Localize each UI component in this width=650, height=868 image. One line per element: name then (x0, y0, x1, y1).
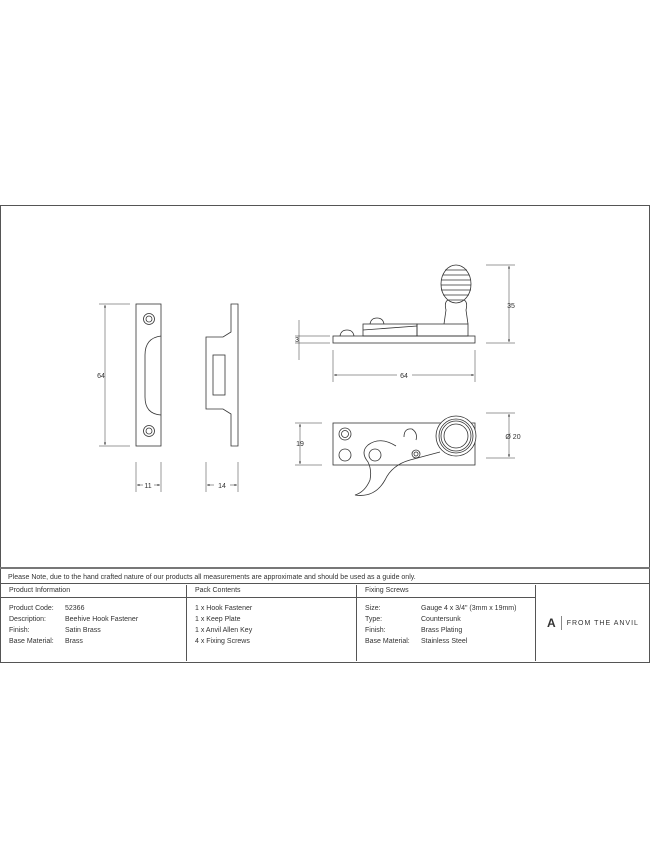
fastener-side (332, 264, 476, 344)
value: Satin Brass (65, 627, 101, 634)
keep-plate-front (135, 303, 162, 447)
dim-plate-thickness: 3 (295, 337, 299, 344)
fixing-screws: Fixing Screws Size: Gauge 4 x 3/4" (3mm x… (357, 585, 536, 661)
label: Finish: (9, 627, 30, 634)
label: Base Material: (9, 638, 54, 645)
value: 52366 (65, 605, 85, 612)
dim-knob-diameter: Ø 20 (505, 434, 520, 441)
value: Beehive Hook Fastener (65, 616, 139, 623)
pack-contents: Pack Contents 1 x Hook Fastener 1 x Keep… (187, 585, 357, 661)
value: Countersunk (421, 616, 461, 623)
label: Description: (9, 616, 46, 623)
pack-item: 1 x Keep Plate (195, 616, 241, 623)
value: Brass (65, 638, 83, 645)
dim-fastener-height: 35 (507, 303, 515, 310)
info-row: Description: Beehive Hook Fastener (9, 614, 186, 625)
section-title: Pack Contents (187, 585, 356, 598)
pack-item: 1 x Anvil Allen Key (195, 627, 253, 634)
info-row: Size: Gauge 4 x 3/4" (3mm x 19mm) (365, 603, 535, 614)
brand-name: FROM THE ANVIL (566, 619, 639, 627)
dim-keep-height: 64 (97, 373, 105, 380)
dim-keep-width: 11 (144, 483, 151, 490)
label: Size: (365, 605, 381, 612)
value: Brass Plating (421, 627, 463, 634)
technical-drawing: 64 11 14 3 35 64 19 Ø 20 (97, 264, 521, 496)
brand-logo: A FROM THE ANVIL (536, 585, 650, 661)
dim-fastener-length: 64 (400, 373, 408, 380)
label: Finish: (365, 627, 386, 634)
label: Product Code: (9, 605, 54, 612)
label: Type: (365, 616, 383, 623)
info-row: Type: Countersunk (365, 614, 535, 625)
info-row: Base Material: Brass (9, 636, 186, 647)
value: Gauge 4 x 3/4" (3mm x 19mm) (421, 605, 517, 612)
info-row: Finish: Satin Brass (9, 625, 186, 636)
label: Base Material: (365, 638, 410, 645)
dim-keep-depth: 14 (218, 483, 226, 490)
dim-fastener-width: 19 (296, 441, 304, 448)
dimension-lines (99, 264, 515, 492)
product-information: Product Information Product Code: 52366 D… (0, 585, 187, 661)
info-row: Finish: Brass Plating (365, 625, 535, 636)
measurement-note: Please Note, due to the hand crafted nat… (0, 567, 650, 584)
keep-plate-side (205, 303, 239, 447)
pack-item: 1 x Hook Fastener (195, 605, 253, 612)
info-row: Product Code: 52366 (9, 603, 186, 614)
section-title: Fixing Screws (357, 585, 535, 598)
anvil-logo-icon: A (547, 616, 562, 630)
info-row: Base Material: Stainless Steel (365, 636, 535, 647)
value: Stainless Steel (421, 638, 468, 645)
pack-item: 4 x Fixing Screws (195, 638, 250, 645)
section-title: Product Information (1, 585, 186, 598)
fastener-top (332, 415, 477, 496)
